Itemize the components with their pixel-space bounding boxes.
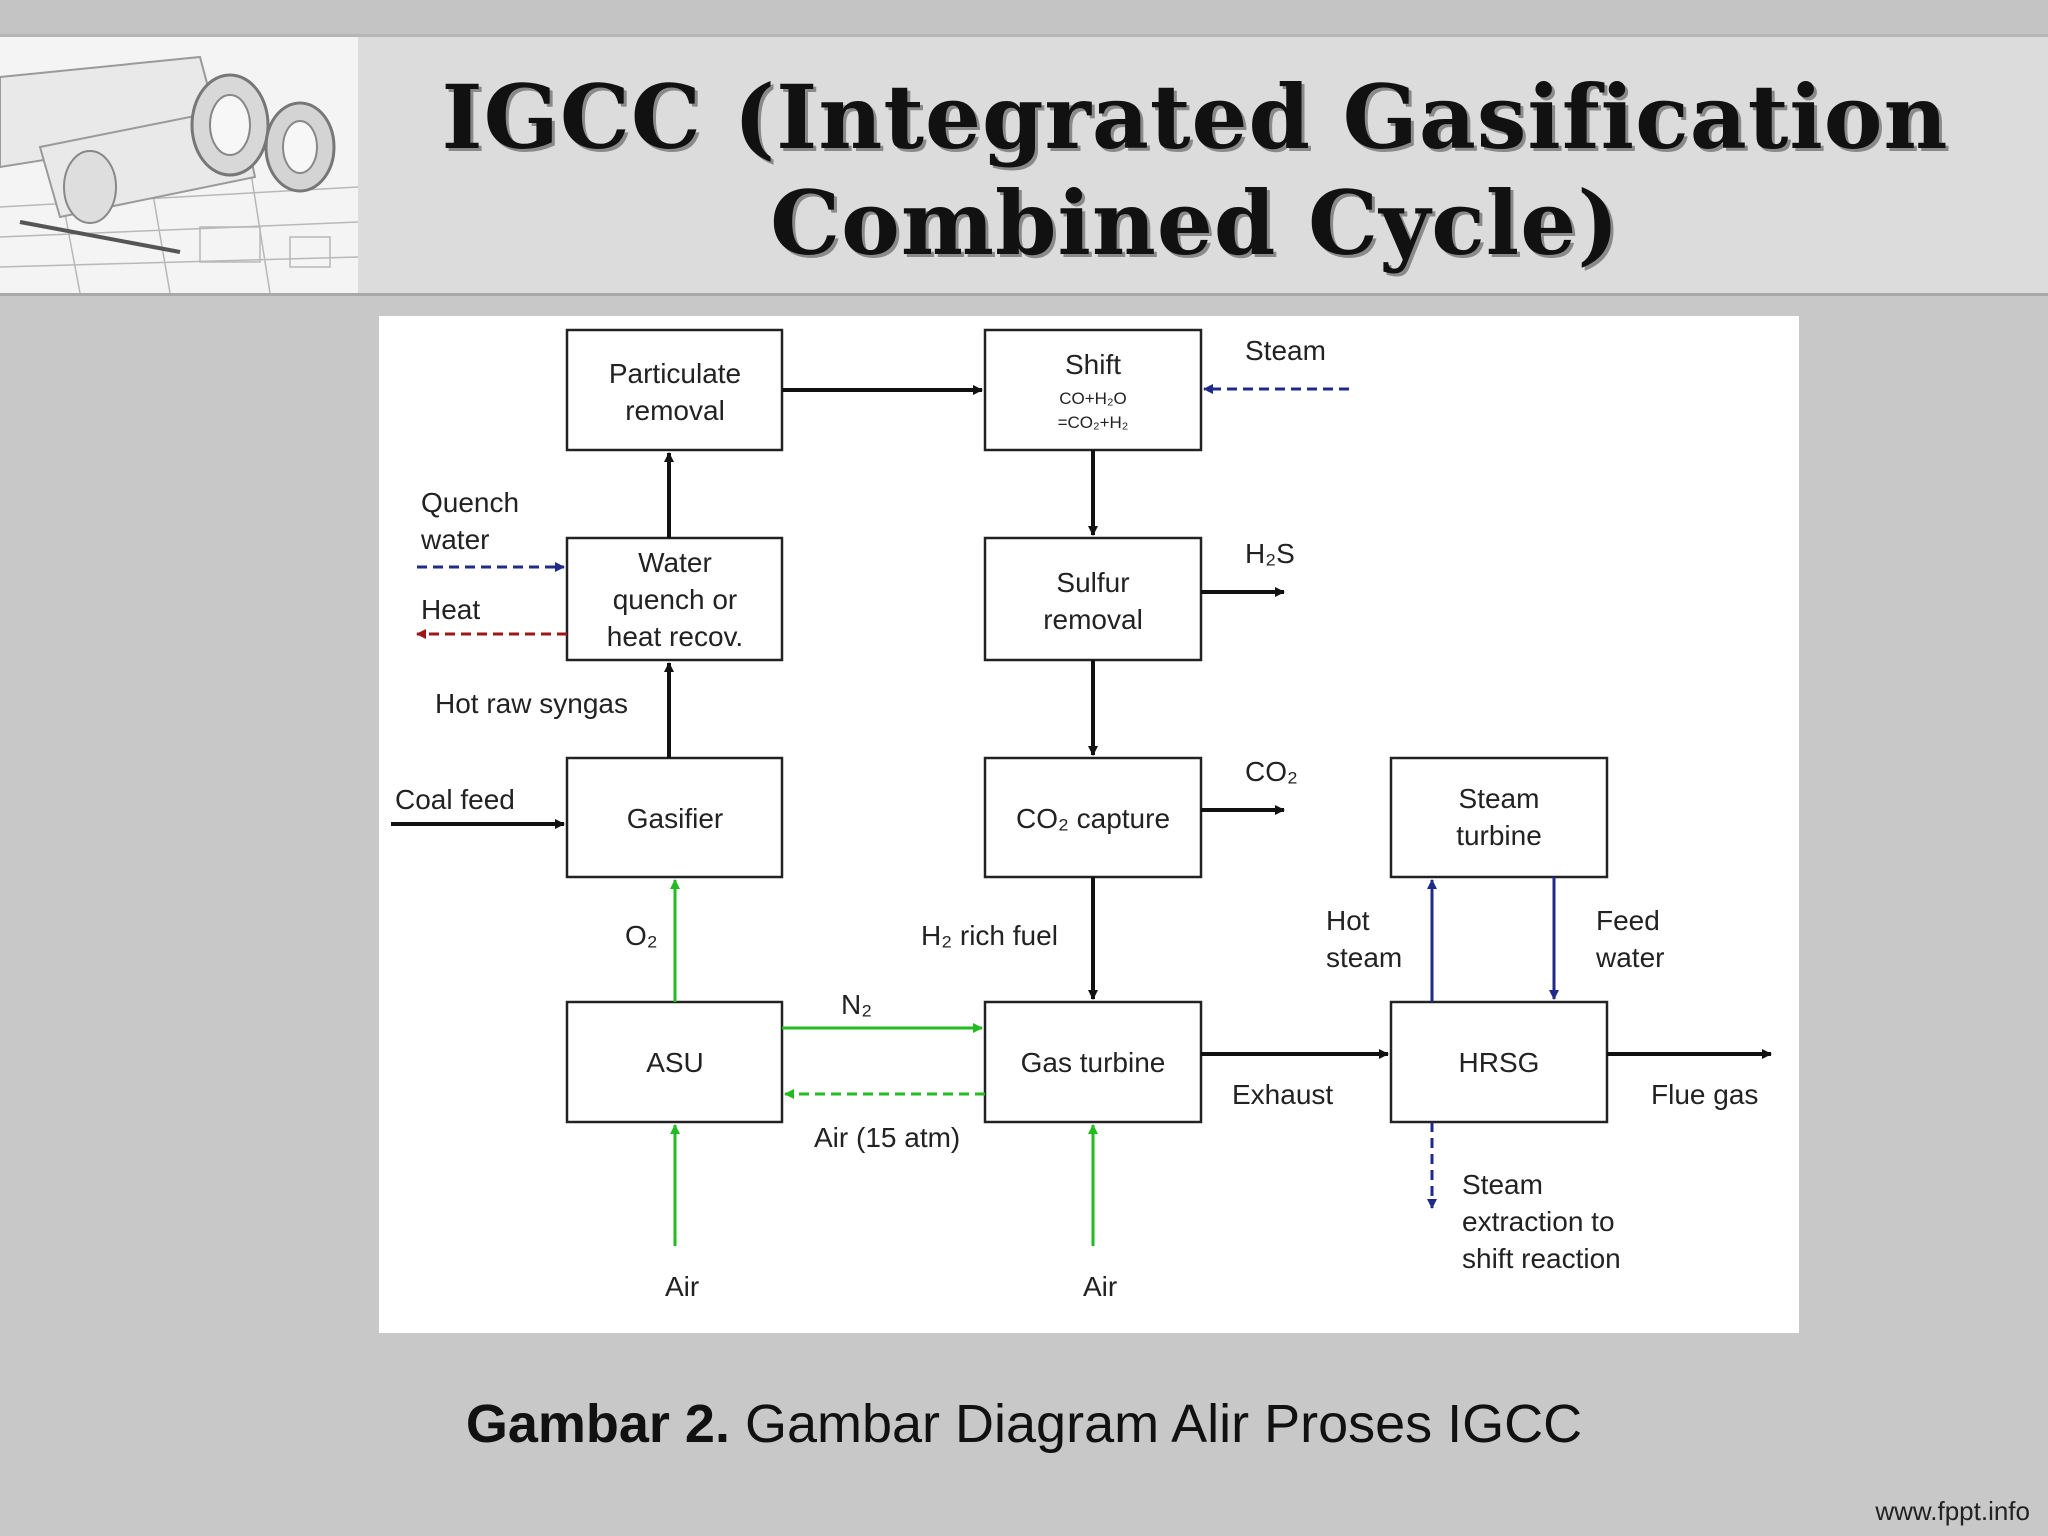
box-asu <box>565 1000 784 1124</box>
water-quench-label-1: Water <box>638 547 712 578</box>
box-shift <box>983 328 1203 452</box>
label-steam-extraction-1: Steam <box>1462 1169 1543 1200</box>
shift-equation-2: =CO₂+H₂ <box>1058 413 1129 432</box>
water-quench-label-3: heat recov. <box>607 621 743 652</box>
steam-turbine-label-1: Steam <box>1459 783 1540 814</box>
box-water-quench <box>565 536 784 662</box>
label-air-15atm: Air (15 atm) <box>814 1122 960 1153</box>
slide-title-line-1: IGCC (Integrated Gasification <box>441 65 1949 169</box>
label-coal-feed: Coal feed <box>395 784 515 815</box>
igcc-flow-diagram: Particulate removal Shift CO+H₂O =CO₂+H₂… <box>379 316 1799 1333</box>
blueprint-rolls-image <box>0 37 358 293</box>
label-h2s: H₂S <box>1245 538 1295 569</box>
label-h2-rich-fuel: H₂ rich fuel <box>921 920 1058 951</box>
steam-turbine-label-2: turbine <box>1456 820 1542 851</box>
figure-caption: Gambar 2. Gambar Diagram Alir Proses IGC… <box>0 1393 2048 1455</box>
caption-text: Gambar Diagram Alir Proses IGCC <box>729 1394 1583 1454</box>
label-steam: Steam <box>1245 335 1326 366</box>
label-exhaust: Exhaust <box>1232 1079 1333 1110</box>
label-o2: O₂ <box>625 920 658 951</box>
sulfur-label-2: removal <box>1043 604 1143 635</box>
shift-label: Shift <box>1065 349 1121 380</box>
box-sulfur-removal <box>983 536 1203 662</box>
top-strip <box>0 0 2048 34</box>
label-heat: Heat <box>421 594 480 625</box>
label-feed-water-1: Feed <box>1596 905 1660 936</box>
box-particulate-removal <box>565 328 784 452</box>
label-air-left: Air <box>665 1271 699 1302</box>
label-quench-water-1: Quench <box>421 487 519 518</box>
gasifier-label: Gasifier <box>627 803 723 834</box>
label-quench-water-2: water <box>420 524 489 555</box>
footer-url: www.fppt.info <box>1875 1496 2030 1526</box>
slide-title: IGCC (Integrated Gasification Combined C… <box>420 64 1970 276</box>
box-steam-turbine <box>1389 756 1609 879</box>
shift-equation-1: CO+H₂O <box>1059 389 1127 408</box>
label-steam-extraction-3: shift reaction <box>1462 1243 1621 1274</box>
slide-title-line-2: Combined Cycle) <box>770 171 1620 275</box>
label-co2: CO₂ <box>1245 756 1298 787</box>
sulfur-label-1: Sulfur <box>1056 567 1129 598</box>
water-quench-label-2: quench or <box>613 584 738 615</box>
label-hot-raw-syngas: Hot raw syngas <box>435 688 628 719</box>
gas-turbine-label: Gas turbine <box>1021 1047 1166 1078</box>
box-co2-capture <box>983 756 1203 879</box>
label-n2: N₂ <box>841 989 872 1020</box>
label-air-right: Air <box>1083 1271 1117 1302</box>
asu-label: ASU <box>646 1047 704 1078</box>
co2-capture-label: CO₂ capture <box>1016 803 1170 834</box>
box-gas-turbine <box>983 1000 1203 1124</box>
label-hot-steam-2: steam <box>1326 942 1402 973</box>
box-gasifier <box>565 756 784 879</box>
box-hrsg <box>1389 1000 1609 1124</box>
caption-number: Gambar 2. <box>465 1394 730 1454</box>
label-steam-extraction-2: extraction to <box>1462 1206 1615 1237</box>
label-feed-water-2: water <box>1595 942 1664 973</box>
label-hot-steam-1: Hot <box>1326 905 1370 936</box>
particulate-label-1: Particulate <box>609 358 741 389</box>
label-flue-gas: Flue gas <box>1651 1079 1758 1110</box>
hrsg-label: HRSG <box>1459 1047 1540 1078</box>
particulate-label-2: removal <box>625 395 725 426</box>
